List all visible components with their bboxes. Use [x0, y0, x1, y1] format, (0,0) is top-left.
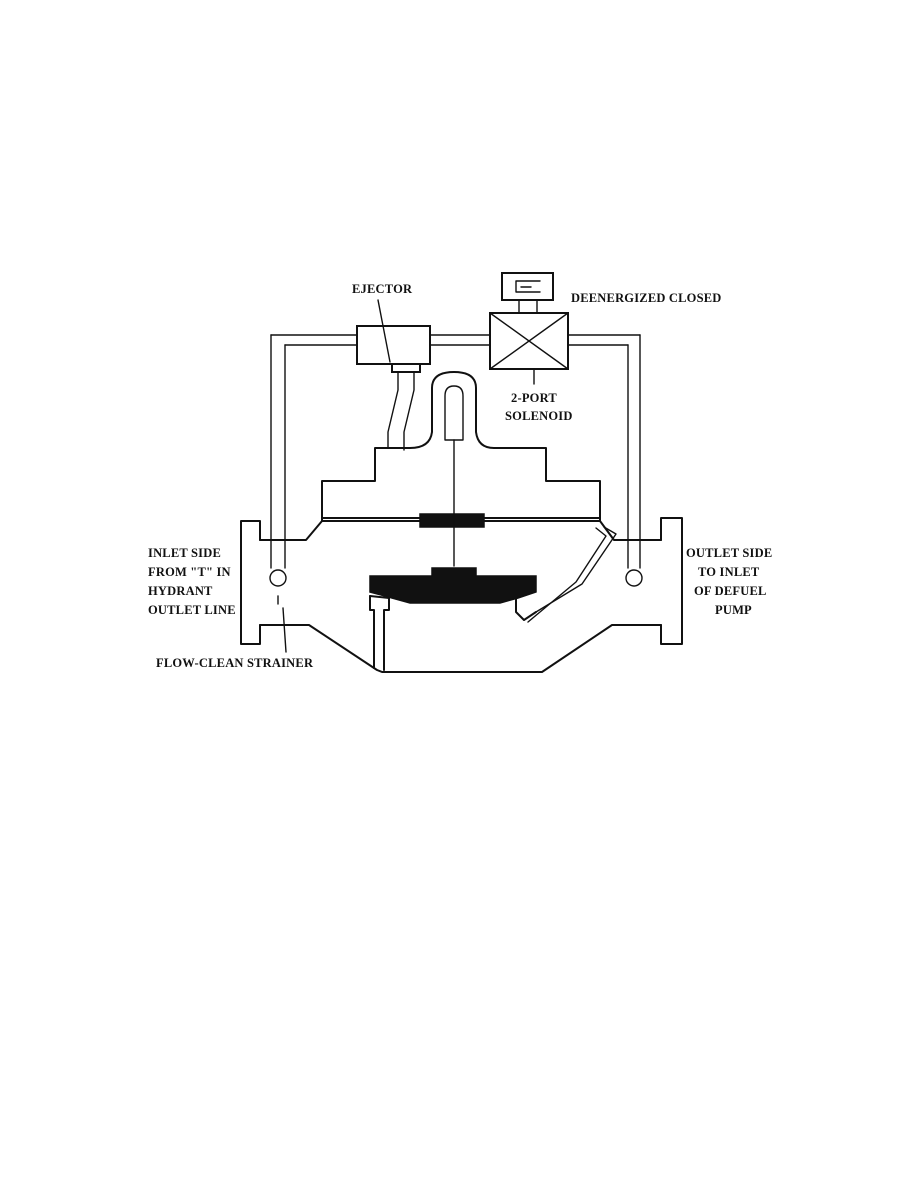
- outlet-sensing-tube: [527, 526, 617, 623]
- valve-seat: [369, 595, 537, 671]
- inlet-label-line2: FROM "T" IN: [148, 565, 231, 579]
- inlet-pickup: [269, 569, 287, 587]
- ejector: [356, 299, 431, 451]
- labels: EJECTOR DEENERGIZED CLOSED 2-PORT SOLENO…: [148, 282, 772, 670]
- outlet-flange: [660, 517, 683, 645]
- deenergized-label: DEENERGIZED CLOSED: [571, 291, 722, 305]
- body-lower-outline: [259, 624, 662, 673]
- bonnet-dome: [409, 371, 495, 567]
- body-upper-outline-right: [493, 447, 662, 541]
- diaphragm: [321, 513, 601, 528]
- outlet-label-line1: OUTLET SIDE: [686, 546, 772, 560]
- inlet-flange: [240, 520, 261, 645]
- ejector-label: EJECTOR: [352, 282, 413, 296]
- valve-disc: [369, 567, 537, 604]
- outlet-label-line3: OF DEFUEL: [694, 584, 767, 598]
- outlet-label-line4: PUMP: [715, 603, 752, 617]
- body-upper-outline: [259, 447, 411, 541]
- outlet-pickup: [625, 569, 643, 587]
- inlet-label-line3: HYDRANT: [148, 584, 213, 598]
- inlet-label-line4: OUTLET LINE: [148, 603, 236, 617]
- strainer-label: FLOW-CLEAN STRAINER: [156, 656, 314, 670]
- inlet-label-line1: INLET SIDE: [148, 546, 221, 560]
- valve-body: [240, 447, 683, 673]
- solenoid-label-line2: SOLENOID: [505, 409, 573, 423]
- solenoid-valve: [489, 272, 569, 385]
- diaphragm-plate: [419, 513, 485, 528]
- outlet-label-line2: TO INLET: [698, 565, 760, 579]
- solenoid-label-line1: 2-PORT: [511, 391, 557, 405]
- pilot-piping: [269, 334, 643, 653]
